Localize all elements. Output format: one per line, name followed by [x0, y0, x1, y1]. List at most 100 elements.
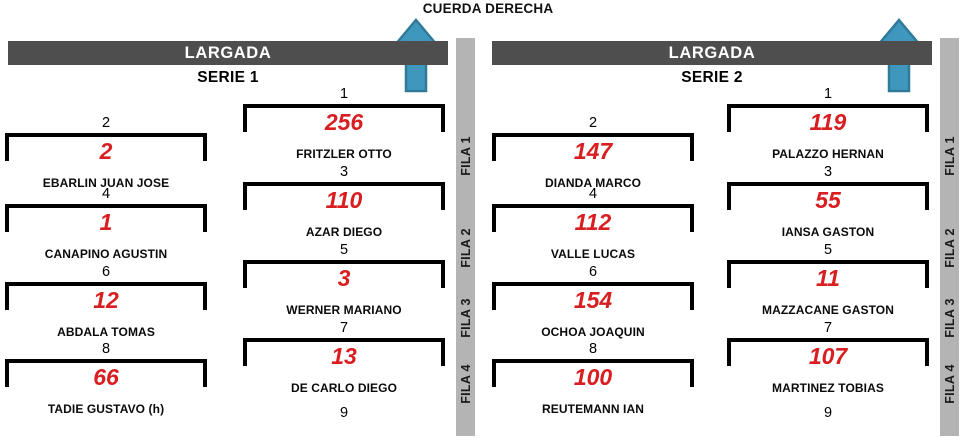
grid-bracket: 2	[5, 133, 207, 175]
driver-name: MARTINEZ TOBIAS	[772, 381, 884, 395]
car-number: 12	[93, 287, 119, 313]
fila-label: FILA 4	[458, 364, 473, 404]
grid-slot[interactable]: 5 3 WERNER MARIANO	[243, 241, 445, 317]
grid-position-number: 6	[588, 264, 598, 280]
largada-bar-label-serie-1: LARGADA	[184, 43, 272, 62]
driver-name: DIANDA MARCO	[544, 176, 642, 190]
fila-strip-serie-1: FILA 1 FILA 2 FILA 3 FILA 4	[456, 38, 475, 436]
serie-title-2-text: SERIE 2	[681, 69, 743, 86]
grid-position-number-tail: 9	[727, 405, 929, 421]
grid-bracket: 55	[727, 182, 929, 224]
grid-slot[interactable]: 3 55 IANSA GASTON	[727, 163, 929, 239]
driver-name: ABDALA TOMAS	[57, 325, 155, 339]
grid-slot[interactable]: 4 1 CANAPINO AGUSTIN	[5, 185, 207, 261]
grid-position-number: 3	[339, 164, 349, 180]
serie-title-2: SERIE 2	[492, 68, 932, 88]
cuerda-derecha-label: CUERDA DERECHA	[422, 1, 554, 16]
grid-bracket: 11	[727, 260, 929, 302]
driver-name: REUTEMANN IAN	[542, 402, 644, 416]
grid-bracket: 107	[727, 338, 929, 380]
fila-cell: FILA 1	[940, 110, 959, 202]
fila-cell: FILA 4	[940, 338, 959, 430]
grid-slot[interactable]: 6 154 OCHOA JOAQUIN	[492, 263, 694, 339]
grid-position-number: 2	[101, 115, 111, 131]
grid-bracket: 13	[243, 338, 445, 380]
car-number: 13	[331, 343, 357, 369]
car-number: 1	[99, 209, 113, 235]
fila-label: FILA 1	[942, 136, 957, 176]
driver-name: IANSA GASTON	[781, 225, 875, 239]
driver-name: PALAZZO HERNAN	[772, 147, 884, 161]
grid-bracket: 110	[243, 182, 445, 224]
grid-position-number: 7	[823, 320, 833, 336]
car-number: 147	[573, 138, 613, 164]
car-number: 256	[324, 109, 364, 135]
grid-slot[interactable]: 1 256 FRITZLER OTTO	[243, 85, 445, 161]
fila-label: FILA 2	[942, 228, 957, 268]
serie-title-1-text: SERIE 1	[197, 69, 259, 86]
grid-slot[interactable]: 2 2 EBARLIN JUAN JOSE	[5, 114, 207, 190]
driver-name: TADIE GUSTAVO (h)	[47, 402, 165, 416]
grid-position-number: 1	[823, 86, 833, 102]
driver-name: DE CARLO DIEGO	[290, 381, 398, 395]
driver-name: OCHOA JOAQUIN	[541, 325, 645, 339]
grid-slot[interactable]: 3 110 AZAR DIEGO	[243, 163, 445, 239]
grid-bracket: 147	[492, 133, 694, 175]
grid-slot[interactable]: 5 11 MAZZACANE GASTON	[727, 241, 929, 317]
driver-name: AZAR DIEGO	[305, 225, 383, 239]
grid-position-number: 7	[339, 320, 349, 336]
grid-position-number: 4	[101, 186, 111, 202]
driver-name: CANAPINO AGUSTIN	[44, 247, 168, 261]
grid-position-number: 8	[101, 341, 111, 357]
car-number: 11	[816, 265, 840, 291]
grid-position-number: 8	[588, 341, 598, 357]
grid-position-number: 1	[339, 86, 349, 102]
grid-slot[interactable]: 7 107 MARTINEZ TOBIAS	[727, 319, 929, 395]
car-number: 154	[573, 287, 613, 313]
grid-position-number: 5	[339, 242, 349, 258]
grid-position-number-tail-text: 9	[339, 405, 349, 421]
grid-position-number: 6	[101, 264, 111, 280]
grid-slot[interactable]: 1 119 PALAZZO HERNAN	[727, 85, 929, 161]
grid-slot[interactable]: 4 112 VALLE LUCAS	[492, 185, 694, 261]
grid-slot[interactable]: 7 13 DE CARLO DIEGO	[243, 319, 445, 395]
grid-position-number: 3	[823, 164, 833, 180]
fila-label: FILA 2	[458, 228, 473, 268]
car-number: 100	[573, 364, 613, 390]
driver-name: EBARLIN JUAN JOSE	[42, 176, 170, 190]
grid-bracket: 1	[5, 204, 207, 246]
car-number: 112	[574, 209, 612, 235]
grid-bracket: 112	[492, 204, 694, 246]
grid-slot[interactable]: 6 12 ABDALA TOMAS	[5, 263, 207, 339]
fila-label: FILA 3	[458, 298, 473, 338]
fila-label: FILA 1	[458, 136, 473, 176]
car-number: 2	[99, 138, 113, 164]
car-number: 66	[93, 364, 119, 390]
car-number: 3	[337, 265, 351, 291]
grid-position-number: 2	[588, 115, 598, 131]
fila-cell: FILA 1	[456, 110, 475, 202]
grid-bracket: 154	[492, 282, 694, 324]
serie-title-1: SERIE 1	[8, 68, 448, 88]
grid-bracket: 3	[243, 260, 445, 302]
car-number: 110	[325, 187, 363, 213]
fila-label: FILA 4	[942, 364, 957, 404]
grid-slot[interactable]: 8 100 REUTEMANN IAN	[492, 340, 694, 416]
grid-slot[interactable]: 2 147 DIANDA MARCO	[492, 114, 694, 190]
driver-name: MAZZACANE GASTON	[761, 303, 895, 317]
car-number: 107	[808, 343, 848, 369]
car-number: 55	[815, 187, 841, 213]
grid-bracket: 100	[492, 359, 694, 401]
car-number: 119	[809, 109, 847, 135]
largada-bar-label-serie-2: LARGADA	[668, 43, 756, 62]
grid-position-number: 4	[588, 186, 598, 202]
driver-name: FRITZLER OTTO	[296, 147, 392, 161]
driver-name: VALLE LUCAS	[550, 247, 636, 261]
fila-cell: FILA 4	[456, 338, 475, 430]
fila-strip-serie-2: FILA 1 FILA 2 FILA 3 FILA 4	[940, 38, 959, 436]
grid-slot[interactable]: 8 66 TADIE GUSTAVO (h)	[5, 340, 207, 416]
driver-name: WERNER MARIANO	[286, 303, 402, 317]
grid-bracket: 119	[727, 104, 929, 146]
fila-label: FILA 3	[942, 298, 957, 338]
